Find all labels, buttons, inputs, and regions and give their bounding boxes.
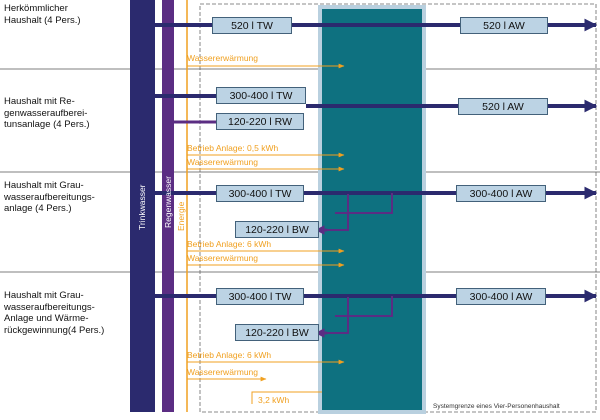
energie-label: Energie: [176, 201, 186, 231]
r4-betrieb-label: Betrieb Anlage: 6 kWh: [187, 350, 272, 360]
row1-flows: [155, 18, 598, 69]
r1-tw-box: 520 l TW: [212, 17, 292, 34]
r2-betrieb-label: Betrieb Anlage: 0,5 kWh: [187, 143, 279, 153]
row-label-greywater: Haushalt mit Grau- wasseraufbereitungs- …: [4, 180, 95, 214]
row2-flows: [155, 94, 598, 172]
trinkwasser-bar: [130, 0, 155, 412]
r1-aw-box: 520 l AW: [460, 17, 548, 34]
r2-aw-box: 520 l AW: [458, 98, 548, 115]
regenwasser-bar: [162, 0, 174, 412]
r2-rw-box: 120-220 l RW: [216, 113, 304, 130]
r4-aw-box: 300-400 l AW: [456, 288, 546, 305]
r1-wassererwaermung-label: Wassererwärmung: [187, 53, 259, 63]
system-boundary-caption: Systemgrenze eines Vier-Personenhaushalt: [433, 403, 560, 410]
r2-tw-box: 300-400 l TW: [216, 87, 306, 104]
r3-tw-box: 300-400 l TW: [216, 185, 304, 202]
row-label-rainwater: Haushalt mit Re- genwasseraufberei- tuns…: [4, 96, 90, 130]
r3-wassererwaermung-label: Wassererwärmung: [187, 253, 259, 263]
r3-betrieb-label: Betrieb Anlage: 6 kWh: [187, 239, 272, 249]
r4-tw-box: 300-400 l TW: [216, 288, 304, 305]
r4-kwh-label: 3,2 kWh: [258, 395, 290, 405]
r4-bw-box: 120-220 l BW: [235, 324, 319, 341]
row-separators: [0, 68, 600, 273]
r4-wassererwaermung-label: Wassererwärmung: [187, 367, 259, 377]
row-label-greywater-heat: Haushalt mit Grau- wasseraufbereitungs- …: [4, 290, 105, 336]
r2-wassererwaermung-label: Wassererwärmung: [187, 157, 259, 167]
r3-aw-box: 300-400 l AW: [456, 185, 546, 202]
r3-bw-box: 120-220 l BW: [235, 221, 319, 238]
row-label-conventional: Herkömmlicher Haushalt (4 Pers.): [4, 3, 81, 26]
trinkwasser-label: Trinkwasser: [137, 184, 147, 231]
row4-flows: [155, 289, 598, 404]
household-block: [318, 5, 426, 414]
regenwasser-label: Regenwasser: [163, 176, 173, 228]
